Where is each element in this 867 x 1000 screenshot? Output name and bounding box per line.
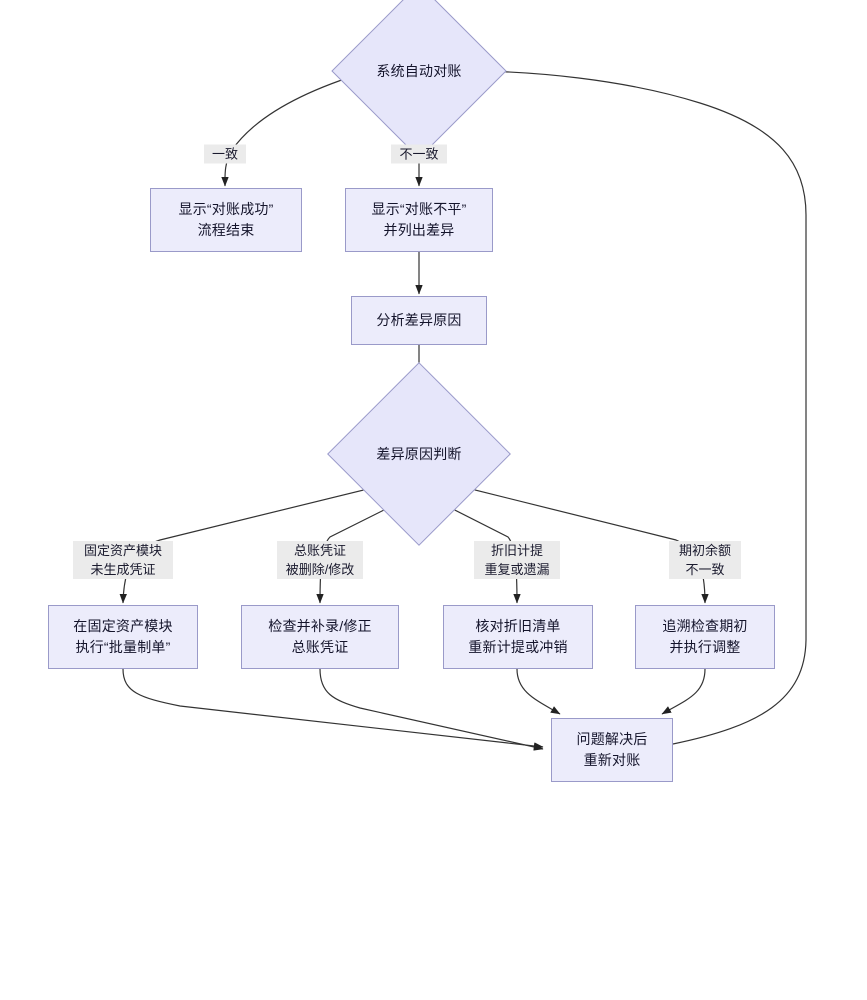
node-label: 在固定资产模块 执行“批量制单” [73, 618, 173, 655]
node-reconcile-success[interactable]: 显示“对账成功” 流程结束 [150, 188, 302, 252]
node-label: 问题解决后 重新对账 [576, 731, 648, 768]
node-label: 分析差异原因 [376, 312, 462, 328]
edge-label-opening-balance-mismatch: 期初余额 不一致 [669, 541, 741, 579]
node-label: 显示“对账不平” 并列出差异 [371, 201, 467, 238]
node-analyze-difference-cause[interactable]: 分析差异原因 [351, 296, 487, 345]
node-system-auto-reconcile[interactable]: 系统自动对账 [331, 0, 507, 159]
edge-n1-n2 [221, 71, 367, 187]
node-trace-opening-balance[interactable]: 追溯检查期初 并执行调整 [635, 605, 775, 669]
node-label: 核对折旧清单 重新计提或冲销 [468, 618, 568, 655]
node-reconcile-imbalance[interactable]: 显示“对账不平” 并列出差异 [345, 188, 493, 252]
node-label: 系统自动对账 [376, 62, 462, 79]
edge-label-consistent: 一致 [204, 144, 246, 164]
node-label: 追溯检查期初 并执行调整 [662, 618, 748, 655]
edge-label-gl-voucher-deleted: 总账凭证 被删除/修改 [277, 541, 363, 579]
edge-n8-n10 [516, 668, 561, 715]
edge-label-depreciation-duplicate: 折旧计提 重复或遗漏 [474, 541, 560, 579]
edge-label-inconsistent: 不一致 [391, 144, 447, 164]
edge-n10-n1 [479, 67, 807, 745]
edge-n9-n10 [661, 668, 706, 715]
node-fixed-asset-batch-voucher[interactable]: 在固定资产模块 执行“批量制单” [48, 605, 198, 669]
node-verify-depreciation-list[interactable]: 核对折旧清单 重新计提或冲销 [443, 605, 593, 669]
node-label: 差异原因判断 [376, 445, 462, 462]
node-re-reconcile-after-fix[interactable]: 问题解决后 重新对账 [551, 718, 673, 782]
edge-n7-n10 [319, 668, 544, 751]
edge-label-fixed-asset-no-voucher: 固定资产模块 未生成凭证 [73, 541, 173, 579]
edge-n6-n10 [122, 668, 544, 750]
node-label: 检查并补录/修正 总账凭证 [268, 618, 372, 655]
node-check-fix-gl-voucher[interactable]: 检查并补录/修正 总账凭证 [241, 605, 399, 669]
node-label: 显示“对账成功” 流程结束 [178, 201, 274, 238]
node-difference-cause-decision[interactable]: 差异原因判断 [327, 362, 511, 546]
